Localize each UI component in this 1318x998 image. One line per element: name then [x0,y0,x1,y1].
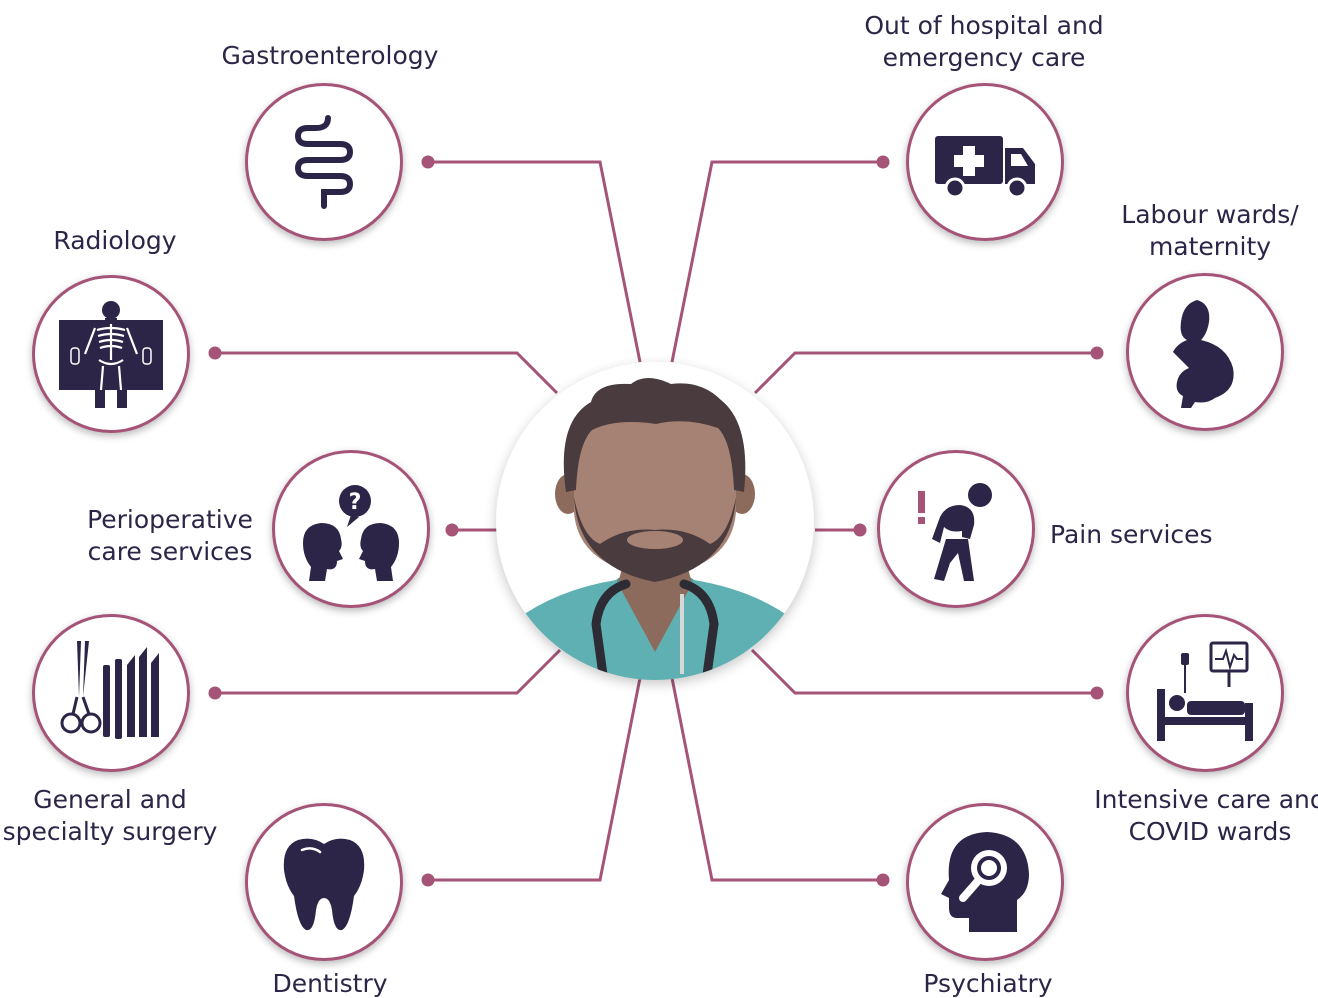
label-dentistry: Dentistry [272,969,388,998]
node-intensive-care [1126,614,1284,772]
doctor-avatar-icon [496,378,814,680]
tooth-icon [283,838,365,931]
connector-dot [1090,346,1104,360]
node-psychiatry [906,803,1064,961]
node-gastroenterology [245,83,403,241]
connector-dot [1090,686,1104,700]
head-magnifier-icon [941,832,1029,932]
connector-dentistry [428,677,642,882]
connector-dot [876,873,890,887]
xray-icon [59,301,163,408]
label-emergency: Out of hospital and emergency care [864,11,1104,72]
node-surgery [32,614,190,772]
connector-dot [421,155,435,169]
node-dentistry [245,803,403,961]
label-pain: Pain services [1050,520,1213,549]
connector-dot [853,523,867,537]
intestine-icon [294,115,354,209]
connector-dot [208,686,222,700]
node-pain [877,450,1035,608]
connector-dot [421,873,435,887]
hospital-bed-icon [1157,641,1253,741]
pregnant-woman-icon [1173,300,1234,408]
connector-maternity [753,351,1097,395]
connector-dot [208,346,222,360]
ambulance-icon [935,136,1035,199]
label-gastroenterology: Gastroenterology [221,41,439,70]
svg-text:?: ? [349,490,362,515]
connector-psychiatry [670,677,883,882]
connector-dot [876,155,890,169]
connector-intensive-care [750,648,1097,695]
node-emergency [906,83,1064,241]
label-surgery: General and specialty surgery [2,785,218,846]
connector-emergency [670,160,883,363]
label-maternity: Labour wards/ maternity [1121,200,1299,261]
connector-dot [445,523,459,537]
connector-gastroenterology [428,160,642,363]
back-pain-icon [918,483,992,581]
label-radiology: Radiology [53,226,177,255]
node-maternity [1126,273,1284,431]
label-intensive-care: Intensive care and COVID wards [1094,785,1318,846]
doctor-avatar [496,362,814,680]
node-radiology [32,275,190,433]
consultation-icon: ? [303,485,399,581]
label-perioperative: Perioperative care services [87,505,253,566]
connector-surgery [215,648,562,695]
connector-radiology [215,351,559,395]
label-psychiatry: Psychiatry [923,969,1053,998]
node-perioperative: ? [272,450,430,608]
surgical-tools-icon [60,641,159,739]
